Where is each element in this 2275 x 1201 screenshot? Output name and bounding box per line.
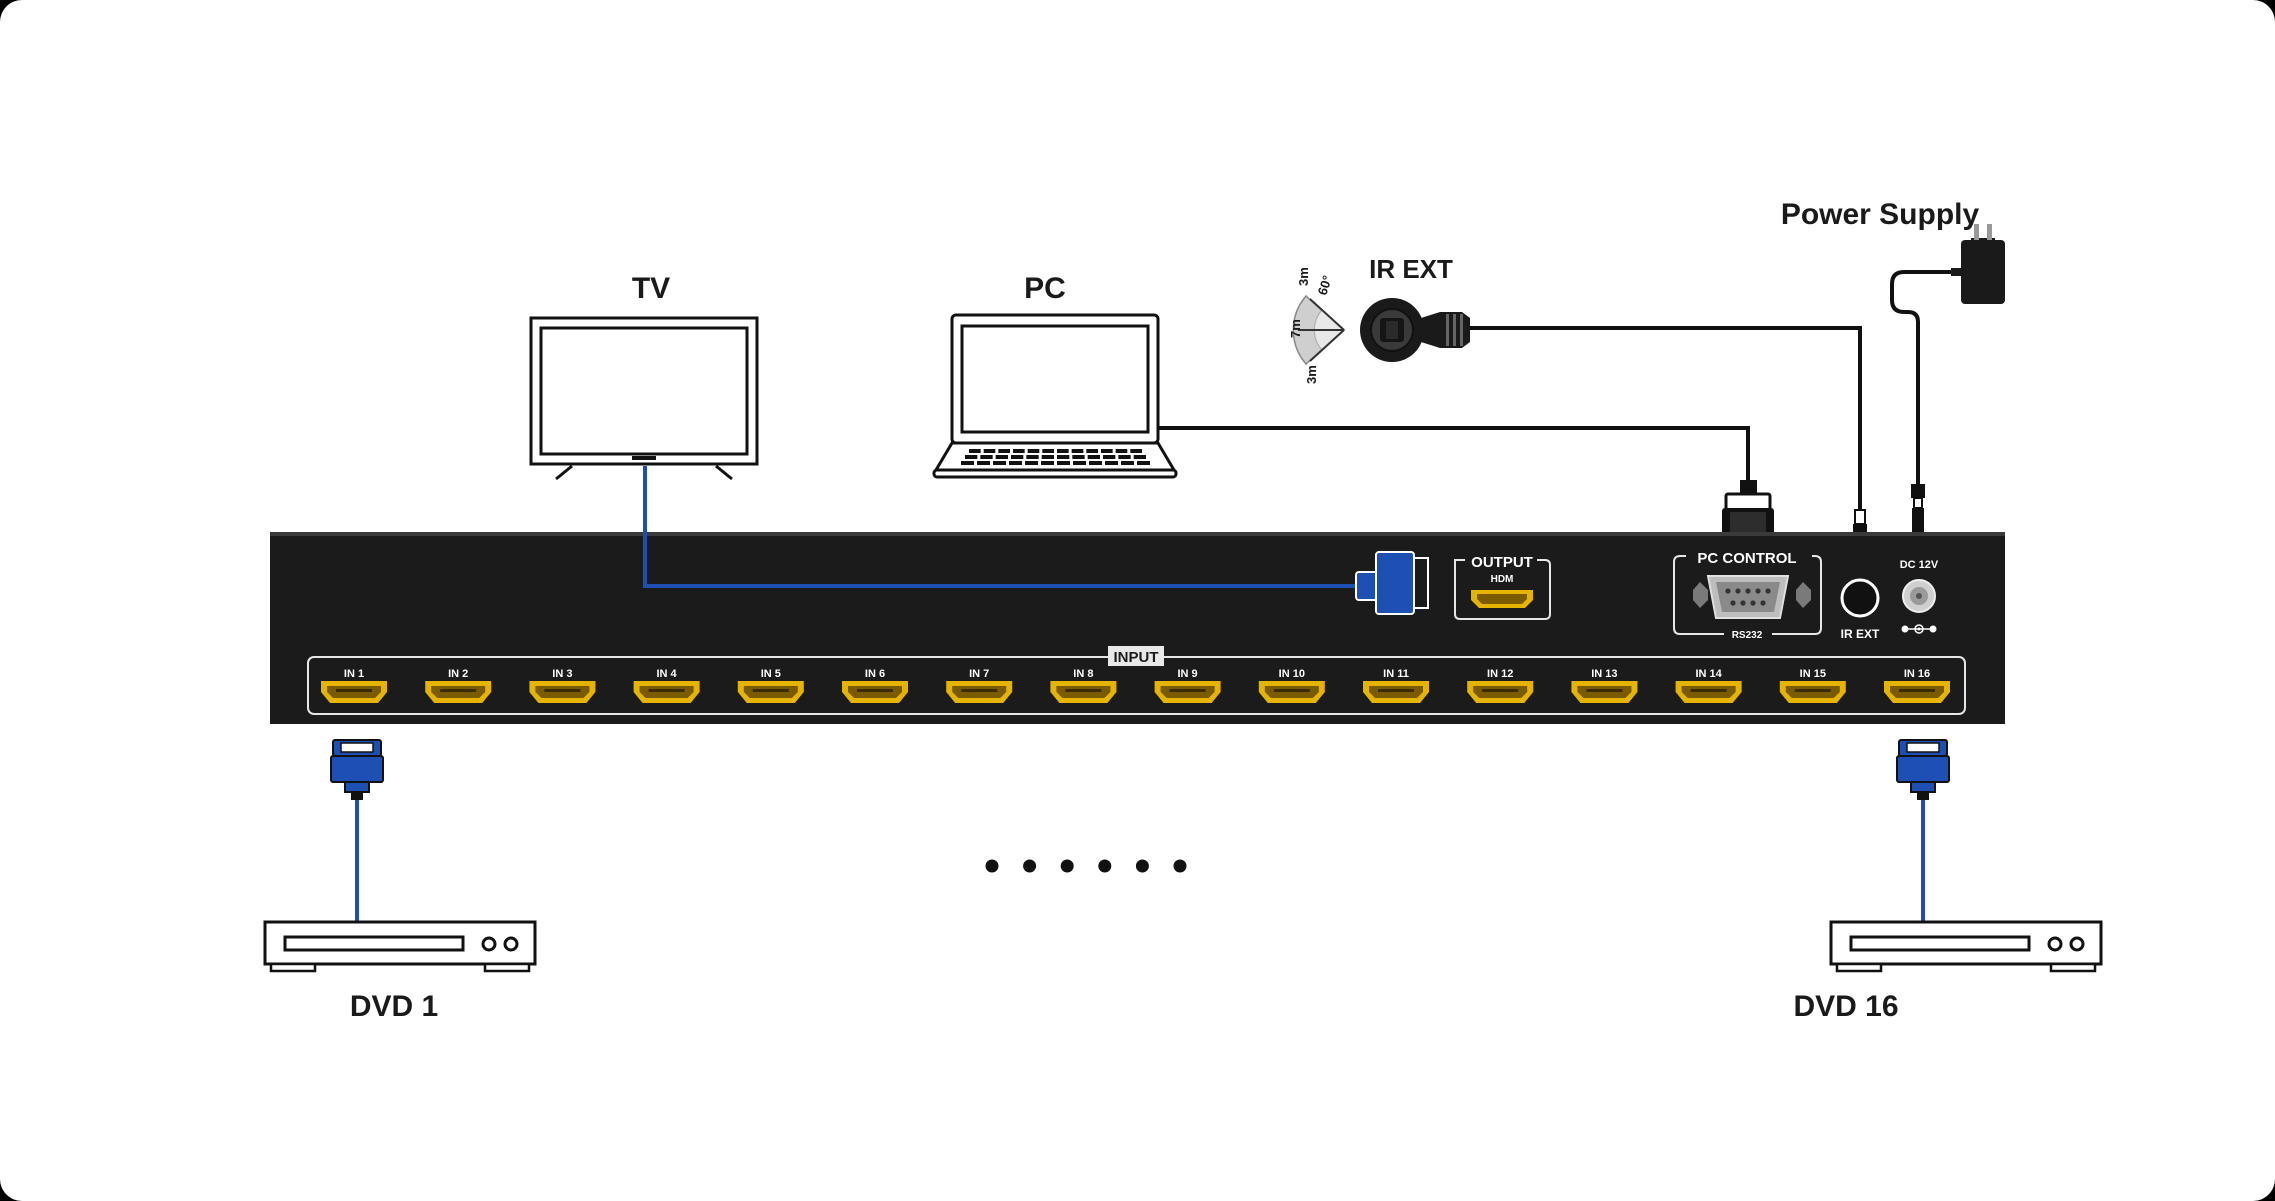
rs232-cable [1158, 426, 1750, 482]
input-hdmi-port-10[interactable] [1258, 681, 1325, 703]
input-label-5: IN 5 [761, 668, 781, 680]
dvd-player-1 [263, 739, 537, 973]
input-hdmi-port-11[interactable] [1363, 681, 1429, 703]
ellipsis-dot [1135, 859, 1149, 873]
output-hdmi-plug-icon [1355, 551, 1429, 615]
ir-range-near-top: 3m [1296, 267, 1311, 286]
input-label-4: IN 4 [657, 668, 678, 680]
dc-polarity-icon [1901, 624, 1937, 634]
output-label: OUTPUT [1471, 554, 1533, 571]
dc-plug-icon [1911, 484, 1925, 534]
input-hdmi-port-16[interactable] [1884, 681, 1950, 703]
rs232-port[interactable] [1706, 575, 1790, 619]
dc-power-port[interactable] [1902, 579, 1936, 613]
input-label-2: IN 2 [448, 668, 468, 680]
dvd-player-icon [263, 920, 537, 973]
input-label-7: IN 7 [969, 668, 989, 680]
input-label-15: IN 15 [1800, 668, 1826, 680]
input-label-6: IN 6 [865, 668, 885, 680]
tv-hdmi-cable [643, 466, 1374, 588]
input-label-13: IN 13 [1591, 668, 1617, 680]
input-label-1: IN 1 [344, 668, 364, 680]
input-label-10: IN 10 [1279, 668, 1305, 680]
ellipsis-dot [1098, 859, 1112, 873]
pc-control-label: PC CONTROL [1697, 550, 1796, 567]
input-label-3: IN 3 [552, 668, 572, 680]
input-hdmi-port-1[interactable] [321, 681, 387, 703]
ir-range-far: 7m [1288, 319, 1303, 338]
dvd-player-icon [1829, 920, 2103, 973]
dvd-player-16 [1829, 739, 2103, 973]
input-hdmi-port-4[interactable] [633, 681, 700, 703]
input-hdmi-port-9[interactable] [1154, 681, 1221, 703]
more-devices-ellipsis [985, 859, 1187, 873]
tv-icon [529, 316, 759, 481]
input-label-11: IN 11 [1383, 668, 1409, 680]
ir-ext-port[interactable] [1840, 578, 1880, 618]
pc-label: PC [1024, 272, 1066, 305]
ellipsis-dot [985, 859, 999, 873]
input-label-14: IN 14 [1695, 668, 1722, 680]
input-hdmi-port-2[interactable] [425, 681, 492, 703]
dc-12v-label: DC 12V [1900, 559, 1939, 571]
keyboard-keys [961, 449, 1150, 465]
ir-receiver-icon [1292, 294, 1470, 366]
pc-control-group[interactable] [1673, 555, 1822, 635]
input-hdmi-port-13[interactable] [1571, 681, 1638, 703]
laptop-icon [932, 313, 1178, 479]
ir-ext-port-label: IR EXT [1841, 627, 1880, 641]
input-ports: IN 1 IN 2 IN 3 IN 4 IN 5 IN 6 IN 7 IN 8 IN 9 IN 1… [321, 668, 1950, 703]
hdmi-plug-icon [1896, 739, 1950, 800]
input-hdmi-port-8[interactable] [1050, 681, 1117, 703]
input-label-bg [1108, 646, 1164, 666]
dvd-16-label: DVD 16 [1793, 990, 1898, 1023]
dvd-1-label: DVD 1 [350, 990, 438, 1023]
input-label-16: IN 16 [1904, 668, 1930, 680]
power-supply-label: Power Supply [1781, 198, 1980, 231]
input-hdmi-port-6[interactable] [842, 681, 908, 703]
ir-range-angle: 60° [1315, 274, 1335, 297]
input-hdmi-port-12[interactable] [1467, 681, 1534, 703]
output-port-group[interactable] [1454, 559, 1551, 620]
ir-ext-label: IR EXT [1369, 254, 1453, 284]
tv-label: TV [632, 272, 670, 305]
input-label-12: IN 12 [1487, 668, 1513, 680]
input-hdmi-port-7[interactable] [946, 681, 1013, 703]
ellipsis-dot [1023, 859, 1037, 873]
input-label: INPUT [1114, 649, 1159, 666]
input-hdmi-port-5[interactable] [737, 681, 804, 703]
input-label-9: IN 9 [1178, 668, 1198, 680]
input-hdmi-port-15[interactable] [1779, 681, 1846, 703]
input-hdmi-port-3[interactable] [529, 681, 596, 703]
output-port-label: HDM [1491, 574, 1514, 585]
input-label-8: IN 8 [1073, 668, 1093, 680]
ellipsis-dot [1060, 859, 1074, 873]
input-hdmi-port-14[interactable] [1675, 681, 1742, 703]
power-adapter-icon [1951, 224, 2005, 304]
hdmi-plug-icon [330, 739, 384, 800]
ellipsis-dot [1173, 859, 1187, 873]
power-cable [1890, 270, 1951, 484]
ir-cable [1470, 326, 1862, 512]
rs232-label: RS232 [1732, 630, 1763, 641]
output-hdmi-port[interactable] [1471, 590, 1533, 608]
ir-range-near-bottom: 3m [1304, 365, 1319, 384]
